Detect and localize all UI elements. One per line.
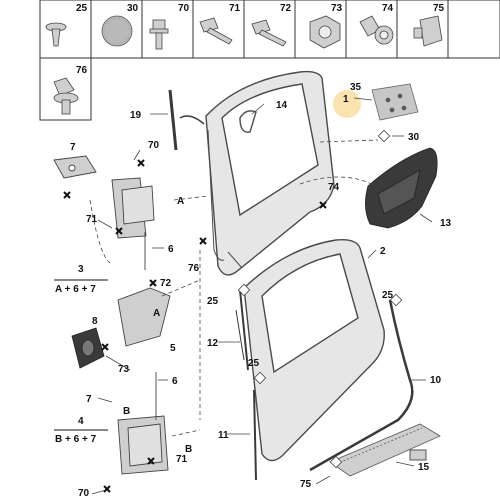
- nut-icon: [309, 15, 341, 49]
- callout-19: 19: [130, 110, 142, 121]
- callout-5: 5: [170, 343, 176, 354]
- fastener-numbers: 25 30 70 71 72 73 74 75 76: [76, 3, 445, 76]
- callout-7: 7: [70, 142, 76, 153]
- part-number-71: 71: [229, 3, 241, 14]
- door-inner-panel: [207, 129, 243, 269]
- callout-30: 30: [408, 132, 420, 143]
- formula-4-expression: B + 6 + 7: [55, 434, 97, 445]
- fastener-grid: [39, 0, 500, 121]
- door-check-strap: [117, 287, 171, 347]
- callout-12: 12: [207, 338, 219, 349]
- callout-A: A: [177, 196, 184, 207]
- callout-6: 6: [168, 244, 174, 255]
- formula-4: 4 B + 6 + 7: [54, 416, 108, 445]
- callout-75: 75: [300, 479, 312, 490]
- part-number-75: 75: [433, 3, 445, 14]
- weather-seals: [168, 89, 414, 481]
- callout-B: B: [123, 406, 130, 417]
- callout-15: 15: [418, 462, 430, 473]
- lower-hinge-assembly: [117, 372, 169, 475]
- callout-71: 71: [176, 454, 188, 465]
- callout-2: 2: [380, 246, 386, 257]
- push-rivet-icon: [45, 22, 67, 47]
- callout-35: 35: [350, 82, 362, 93]
- rear-door-lower: [243, 238, 385, 462]
- callout-13: 13: [440, 218, 452, 229]
- screw-icon: [251, 19, 287, 47]
- callout-76: 76: [188, 263, 200, 274]
- guide-lines: [89, 139, 379, 437]
- callout-73: 73: [118, 364, 130, 375]
- foam-pad-icon: [101, 15, 133, 47]
- formula-3: 3 A + 6 + 7: [54, 264, 108, 295]
- part-number-74: 74: [382, 3, 394, 14]
- screw-icon: [199, 17, 233, 45]
- callout-1: 1: [343, 94, 349, 105]
- callout-25: 25: [382, 290, 394, 301]
- callout-71: 71: [86, 214, 98, 225]
- formula-3-expression: A + 6 + 7: [55, 284, 96, 295]
- part-number-30: 30: [127, 3, 139, 14]
- flange-bolt-icon: [53, 77, 79, 115]
- rear-door-upper: [205, 70, 335, 276]
- part-number-73: 73: [331, 3, 343, 14]
- callouts: 1 2 5 6 6 7 7 8 10 11 12 13 14 15 19 25 …: [70, 82, 452, 499]
- callout-6: 6: [172, 376, 178, 387]
- door-trim-panel: [365, 147, 438, 229]
- formula-4-number: 4: [78, 416, 84, 427]
- callout-70: 70: [78, 488, 90, 499]
- callout-7: 7: [86, 394, 92, 405]
- callout-74: 74: [328, 182, 340, 193]
- callout-25: 25: [207, 296, 219, 307]
- callout-10: 10: [430, 375, 442, 386]
- part-number-76: 76: [76, 65, 88, 76]
- callout-B: B: [185, 444, 192, 455]
- clip-screw-icon: [359, 15, 394, 45]
- part-number-72: 72: [280, 3, 292, 14]
- callout-11: 11: [218, 430, 229, 441]
- highlight-badge: [333, 90, 361, 118]
- callout-A: A: [153, 308, 160, 319]
- callout-70: 70: [148, 140, 160, 151]
- bolt-icon: [149, 19, 169, 50]
- part-number-25: 25: [76, 3, 88, 14]
- callout-25: 25: [248, 358, 260, 369]
- latch-clip: [409, 449, 427, 461]
- formula-3-number: 3: [78, 264, 84, 275]
- fastener-markers: [63, 159, 327, 493]
- hinge-pin-washer: [53, 155, 97, 179]
- hinge-gasket: [71, 327, 105, 369]
- callout-8: 8: [92, 316, 98, 327]
- callout-14: 14: [276, 100, 288, 111]
- window-trim: [239, 110, 257, 133]
- sill-moulding: [329, 423, 441, 477]
- foam-pads: [371, 83, 419, 121]
- upper-hinge-assembly: [111, 177, 155, 270]
- callout-72: 72: [160, 278, 172, 289]
- clip-icon: [413, 15, 443, 47]
- leader-lines: [91, 97, 433, 495]
- part-number-70: 70: [178, 3, 190, 14]
- reference-squares: [237, 129, 403, 469]
